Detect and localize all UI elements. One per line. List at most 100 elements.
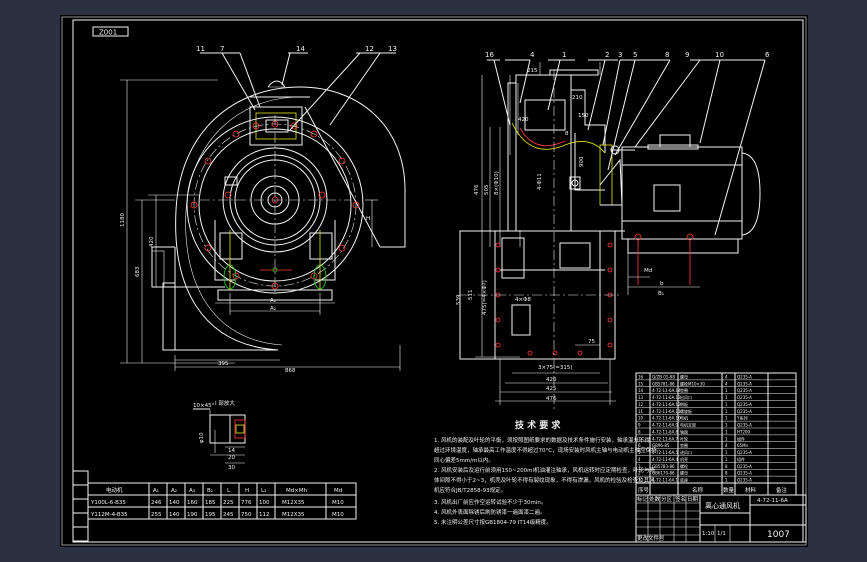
svg-text:190: 190 — [187, 512, 198, 518]
svg-text:140: 140 — [169, 512, 180, 518]
svg-text:195: 195 — [205, 512, 216, 518]
dim-425: 425 — [546, 386, 557, 392]
parts-cell-code: 4-72-11-6A.14 — [652, 388, 681, 393]
label-11: 11 — [196, 45, 205, 53]
label-3: 3 — [618, 51, 622, 59]
svg-text:体间隙不得小于2~3，机壳及叶轮不得有裂纹现象，不得有渗漏，: 体间隙不得小于2~3，机壳及叶轮不得有裂纹现象，不得有渗漏，风机的检验及检查及其… — [434, 476, 655, 484]
parts-cell-name: 垫圈 — [680, 442, 688, 448]
motor-row-0: Y100L-6-B35 246 140 160 185 225 776 100 … — [90, 500, 344, 506]
parts-cell-name: 进风口 — [680, 449, 692, 455]
svg-text:5. 未注明公差尺寸按GB1804-79 IT14级精度。: 5. 未注明公差尺寸按GB1804-79 IT14级精度。 — [434, 518, 552, 526]
parts-cell-name: 电机支架 — [680, 422, 696, 428]
parts-cell-qty: 1 — [725, 416, 728, 421]
tb-sheet: 1/1 — [717, 531, 726, 537]
label-5: 5 — [633, 51, 637, 59]
parts-cell-code: GB5783-86 — [652, 464, 675, 469]
parts-cell-name: 侧板 — [680, 401, 688, 407]
parts-cell-mat: Q235-A — [737, 381, 752, 386]
tb-drawing-no: 1007 — [767, 530, 790, 540]
dim-420: 420 — [149, 236, 155, 247]
title-block — [635, 482, 807, 543]
svg-text:100: 100 — [259, 500, 270, 506]
label-4: 4 — [530, 51, 535, 59]
dim-505: 505 — [484, 184, 490, 195]
svg-text:M10: M10 — [332, 512, 344, 518]
dim-476: 476 — [474, 184, 480, 195]
dim-1180: 1180 — [120, 213, 126, 227]
parts-cell-qty: 1 — [725, 436, 728, 441]
label-12: 12 — [365, 45, 374, 53]
dim-75: 75 — [588, 339, 595, 345]
dim-868: 868 — [285, 368, 296, 374]
parts-cell-mat: Y系列 — [736, 415, 747, 421]
svg-text:3. 风机出厂前应作空运转试验不少于30min。: 3. 风机出厂前应作空运转试验不少于30min。 — [434, 498, 546, 506]
dim-3x75: 3×75(=315) — [538, 365, 573, 371]
motor-h-0: 电动机 — [106, 486, 123, 494]
parts-cell-qty: 1 — [725, 395, 728, 400]
drawing-canvas: Z001 — [61, 16, 807, 546]
parts-cell-mat: Q235-A — [737, 395, 752, 400]
parts-cell-mat: 组件 — [737, 456, 745, 462]
motor-h-4: B₁ — [207, 488, 213, 494]
label-1: 1 — [562, 51, 566, 59]
parts-cell-code: 4-72-11-6A.4 — [652, 457, 679, 462]
motor-h-6: H — [245, 488, 249, 494]
tb-left-4: 签名 — [675, 495, 686, 503]
parts-cell-code: 4-72-11-6A.13 — [652, 395, 681, 400]
detail-phi10: φ10 — [199, 432, 205, 443]
tb-left-3: 更改文件号 — [637, 534, 665, 542]
dim-4x-phi8: 4×Φ8 — [515, 297, 531, 303]
dim-539: 539 — [456, 294, 462, 305]
label-10: 10 — [715, 51, 724, 59]
parts-cell-name: 螺旋板 — [680, 408, 692, 414]
parts-cell-no: 1 — [638, 478, 641, 483]
motor-h-9: Md — [334, 488, 342, 494]
drawing-code: Z001 — [99, 29, 117, 37]
tb-col-3: 材料 — [745, 486, 757, 494]
parts-cell-code: GB5781-86 — [652, 381, 675, 386]
tb-left-1: 处数 — [649, 495, 661, 503]
parts-cell-name: 叶轮 — [680, 435, 688, 441]
parts-cell-mat: HT200 — [737, 429, 751, 434]
dim-b1: B₁ — [658, 291, 664, 297]
parts-cell-code: 4-72-11-6A.8 — [652, 429, 679, 434]
parts-cell-code: 4-72-11-6A.1 — [652, 478, 679, 483]
parts-cell-qty: 1 — [725, 429, 728, 434]
dim-900: 900 — [579, 156, 585, 167]
motor-h-1: A₁ — [153, 488, 159, 494]
label-8: 8 — [665, 51, 669, 59]
parts-cell-mat: Q235-A — [737, 409, 752, 414]
parts-cell-code: 4-72-11-6A.7 — [652, 436, 679, 441]
motor-h-5: L — [227, 488, 231, 494]
parts-cell-mat: Q235-A — [737, 478, 752, 483]
dim-420b: 420 — [546, 377, 557, 383]
parts-cell-mat: 65Mn — [737, 443, 749, 448]
motor-h-2: A₂ — [171, 488, 177, 494]
svg-text:2. 风机安装后及运行前须用150~200ml机油灌注轴承，: 2. 风机安装后及运行前须用150~200ml机油灌注轴承，风机运转时应定期检查… — [434, 466, 655, 474]
dim-395: 395 — [218, 361, 229, 367]
dim-a2: A₂ — [270, 306, 276, 312]
parts-cell-no: 4 — [638, 457, 641, 462]
detail-14: 14 — [228, 448, 235, 454]
parts-cell-name: 垫圈 — [680, 387, 688, 393]
dim-210: 210 — [572, 95, 583, 101]
dim-4-phi11: 4-Φ11 — [537, 173, 543, 190]
parts-cell-no: 14 — [638, 388, 644, 393]
detail-chamfer: 10×45° — [193, 403, 215, 409]
svg-text:超过环境温度，轴承最高工作温度不得超过70°C，现场安装时风: 超过环境温度，轴承最高工作温度不得超过70°C，现场安装时风机主轴与电动机主轴应… — [434, 446, 657, 454]
parts-cell-code: 4-72-11-6A.11 — [652, 409, 681, 414]
detail-30: 30 — [228, 465, 235, 471]
parts-cell-name: 螺母 — [680, 470, 688, 476]
